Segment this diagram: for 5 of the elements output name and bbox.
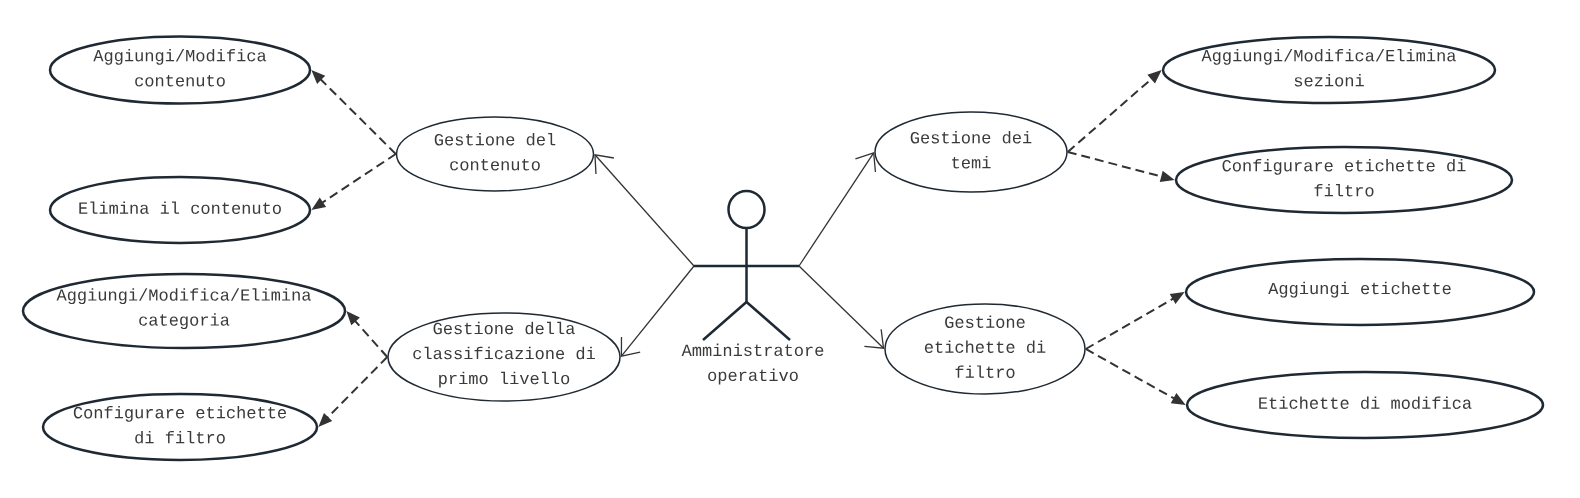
arrow [620, 265, 695, 357]
arrow [594, 154, 695, 267]
arrow [798, 152, 877, 267]
arrow [798, 265, 885, 349]
actor-label: Amministratore operativo [681, 343, 824, 385]
